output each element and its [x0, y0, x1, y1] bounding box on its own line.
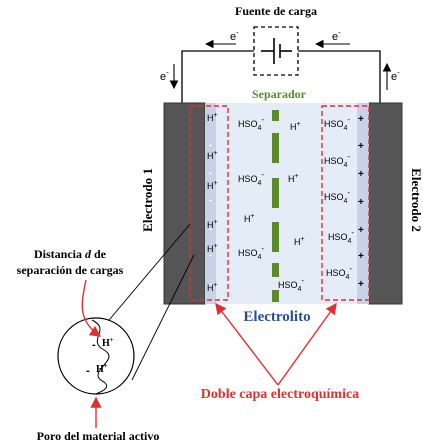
double-layer-box-left	[189, 105, 229, 301]
electron-arrow-down-left: e-	[160, 64, 179, 90]
svg-text:separación de cargas: separación de cargas	[17, 263, 124, 277]
bisulfate-ion: HSO4-	[328, 228, 354, 245]
svg-text:e-: e-	[391, 68, 400, 83]
active-material-right	[357, 103, 369, 304]
svg-text:+: +	[358, 114, 364, 125]
svg-text:-: -	[209, 195, 212, 206]
svg-text:H+: H+	[96, 362, 108, 375]
svg-text:-: -	[209, 279, 212, 290]
svg-text:+: +	[358, 169, 364, 180]
proton-ion: H+	[207, 180, 218, 191]
svg-text:-: -	[209, 250, 212, 261]
bisulfate-ion: HSO4-	[324, 188, 350, 205]
svg-text:+: +	[358, 197, 364, 208]
bisulfate-ion: HSO4-	[238, 244, 264, 261]
proton-ion: H+	[290, 121, 301, 132]
svg-text:+: +	[358, 251, 364, 262]
bisulfate-ion: HSO4-	[324, 115, 350, 132]
svg-text:-: -	[209, 224, 212, 235]
source-box	[253, 26, 299, 76]
svg-text:-: -	[92, 339, 96, 351]
double-layer-annotation: Doble capa electroquímica	[201, 302, 359, 402]
electrode-1-label: Electrodo 1	[140, 168, 155, 232]
electron-arrow-up-right: e-	[382, 62, 400, 90]
electrode-2-label: Electrodo 2	[409, 168, 423, 232]
battery-symbol	[261, 38, 292, 64]
proton-ion: H+	[294, 236, 305, 247]
active-material-left	[205, 103, 216, 304]
proton-ion: H+	[207, 282, 218, 293]
svg-text:e-: e-	[332, 28, 341, 43]
svg-text:Doble capa electroquímica: Doble capa electroquímica	[201, 387, 359, 402]
svg-text:H+: H+	[102, 336, 114, 349]
proton-ion: H+	[207, 112, 218, 123]
electron-arrow-left: e-	[204, 28, 239, 49]
svg-text:-: -	[86, 365, 90, 377]
electrolyte-label: Electrolito	[243, 309, 310, 325]
separator	[272, 110, 279, 302]
svg-text:-: -	[209, 168, 212, 179]
proton-ion: H+	[207, 243, 218, 254]
proton-ion: H+	[244, 213, 255, 224]
bisulfate-ion: HSO4-	[238, 115, 264, 132]
svg-text:-: -	[209, 140, 212, 151]
ion-labels: H+ H+ H+ H+ H+ H+ HSO4- H+ HSO4- H+ H+ H+ HSO4- HSO4-…	[207, 112, 354, 293]
electrode-left-charges: - - - - - - -	[209, 113, 212, 290]
svg-text:-: -	[209, 113, 212, 124]
svg-text:e-: e-	[230, 28, 239, 43]
pore-zoom-detail: - H+ - H+	[57, 223, 195, 395]
svg-text:+: +	[358, 141, 364, 152]
proton-ion: H+	[207, 219, 218, 230]
svg-text:Distancia d de: Distancia d de	[34, 247, 107, 261]
svg-text:e-: e-	[160, 68, 169, 83]
bisulfate-ion: HSO4-	[326, 264, 352, 281]
pore-annotation: Poro del material activo	[37, 396, 160, 443]
svg-text:+: +	[358, 279, 364, 290]
svg-text:Poro del material activo: Poro del material activo	[37, 429, 160, 443]
circuit-wire	[181, 50, 381, 103]
source-label: Fuente de carga	[235, 4, 317, 18]
electrode-right	[368, 102, 403, 305]
double-layer-box-right	[321, 105, 370, 301]
separator-label: Separador	[252, 87, 307, 101]
distance-annotation: Distancia d de separación de cargas	[17, 247, 124, 337]
electrode-left	[163, 102, 206, 305]
electrolyte-region	[205, 103, 357, 304]
bisulfate-ion: HSO4-	[324, 152, 350, 169]
svg-text:+: +	[358, 225, 364, 236]
proton-ion: H+	[207, 150, 218, 161]
electron-arrow-top-right: e-	[314, 28, 350, 49]
bisulfate-ion: HSO4-	[238, 170, 264, 187]
proton-ion: H+	[288, 173, 299, 184]
electrode-right-charges: + + + + + + +	[358, 114, 364, 290]
bisulfate-ion: HSO4-	[278, 276, 304, 293]
